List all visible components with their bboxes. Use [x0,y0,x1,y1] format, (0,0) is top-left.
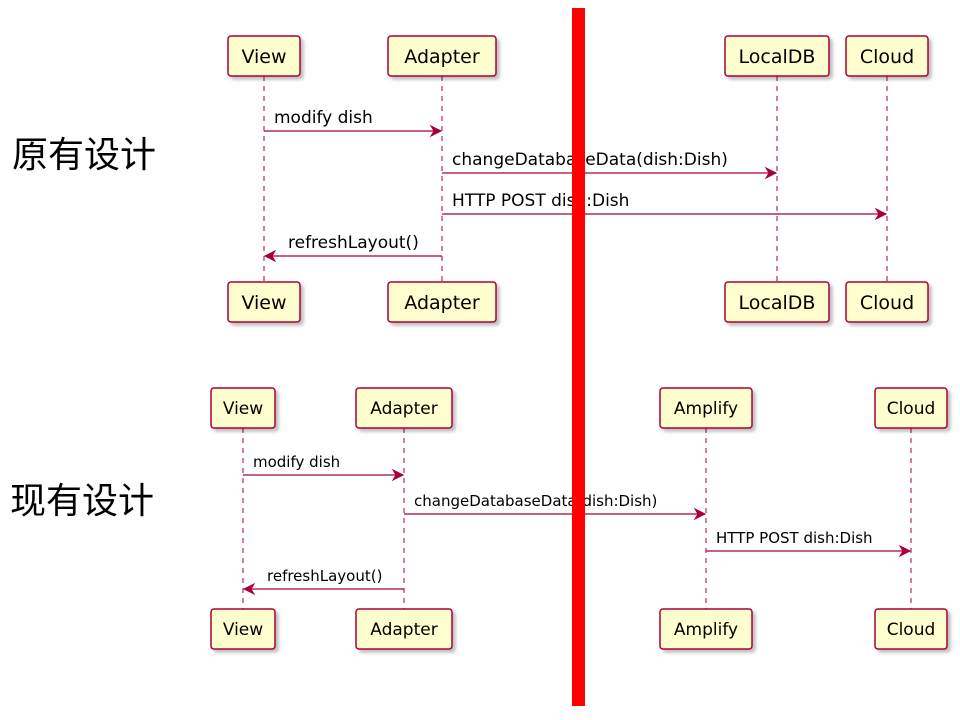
participant-label-amplify: Amplify [674,620,738,640]
participant-label-cloud: Cloud [887,620,936,640]
participant-box-view-top: View [210,387,276,429]
participant-label-localdb: LocalDB [739,292,816,314]
message-arrow-0: modify dish [243,453,405,482]
participant-label-adapter: Adapter [404,292,480,314]
message-arrow-1: changeDatabaseData(dish:Dish) [442,150,778,180]
participant-box-view-bottom: View [227,281,301,323]
message-arrow-2: HTTP POST dish:Dish [706,529,912,558]
message-label-0: modify dish [253,453,340,471]
participant-label-view: View [241,292,286,314]
section-label-original-design: 原有设计 [12,135,157,176]
participant-label-amplify: Amplify [674,399,738,419]
participant-box-view-bottom: View [210,608,276,650]
participant-label-adapter: Adapter [404,46,480,68]
participant-label-cloud: Cloud [860,46,914,68]
participant-box-adapter-bottom: Adapter [355,608,453,650]
message-label-1: changeDatabaseData(dish:Dish) [414,492,657,510]
message-arrow-0: modify dish [264,108,443,138]
sequence-section-0: ViewViewAdapterAdapterLocalDBLocalDBClou… [227,35,929,323]
message-arrow-1: changeDatabaseData(dish:Dish) [404,492,707,521]
participant-label-adapter: Adapter [370,620,437,640]
participant-box-cloud-bottom: Cloud [874,608,948,650]
participant-box-cloud-top: Cloud [845,35,929,77]
participant-label-view: View [223,399,263,419]
participant-label-cloud: Cloud [887,399,936,419]
participant-box-amplify-bottom: Amplify [659,608,753,650]
message-label-3: refreshLayout() [267,567,382,585]
message-arrow-2: HTTP POST dish:Dish [442,191,888,221]
participant-box-cloud-top: Cloud [874,387,948,429]
participant-label-cloud: Cloud [860,292,914,314]
message-label-3: refreshLayout() [288,233,419,253]
message-label-2: HTTP POST dish:Dish [716,529,873,547]
message-arrow-3: refreshLayout() [263,233,442,263]
participant-box-adapter-bottom: Adapter [387,281,497,323]
message-label-1: changeDatabaseData(dish:Dish) [452,150,728,170]
participant-box-localdb-bottom: LocalDB [724,281,830,323]
message-arrow-3: refreshLayout() [242,567,404,596]
participant-box-localdb-top: LocalDB [724,35,830,77]
section-label-current-design: 现有设计 [10,481,155,522]
message-label-0: modify dish [274,108,373,128]
participant-label-adapter: Adapter [370,399,437,419]
participant-box-adapter-top: Adapter [355,387,453,429]
sequence-section-1: ViewViewAdapterAdapterAmplifyAmplifyClou… [210,387,948,650]
red-divider-line [572,8,585,706]
message-label-2: HTTP POST dish:Dish [452,191,629,211]
participant-box-view-top: View [227,35,301,77]
participant-box-adapter-top: Adapter [387,35,497,77]
participant-label-localdb: LocalDB [739,46,816,68]
participant-box-cloud-bottom: Cloud [845,281,929,323]
participant-label-view: View [223,620,263,640]
participant-label-view: View [241,46,286,68]
participant-box-amplify-top: Amplify [659,387,753,429]
